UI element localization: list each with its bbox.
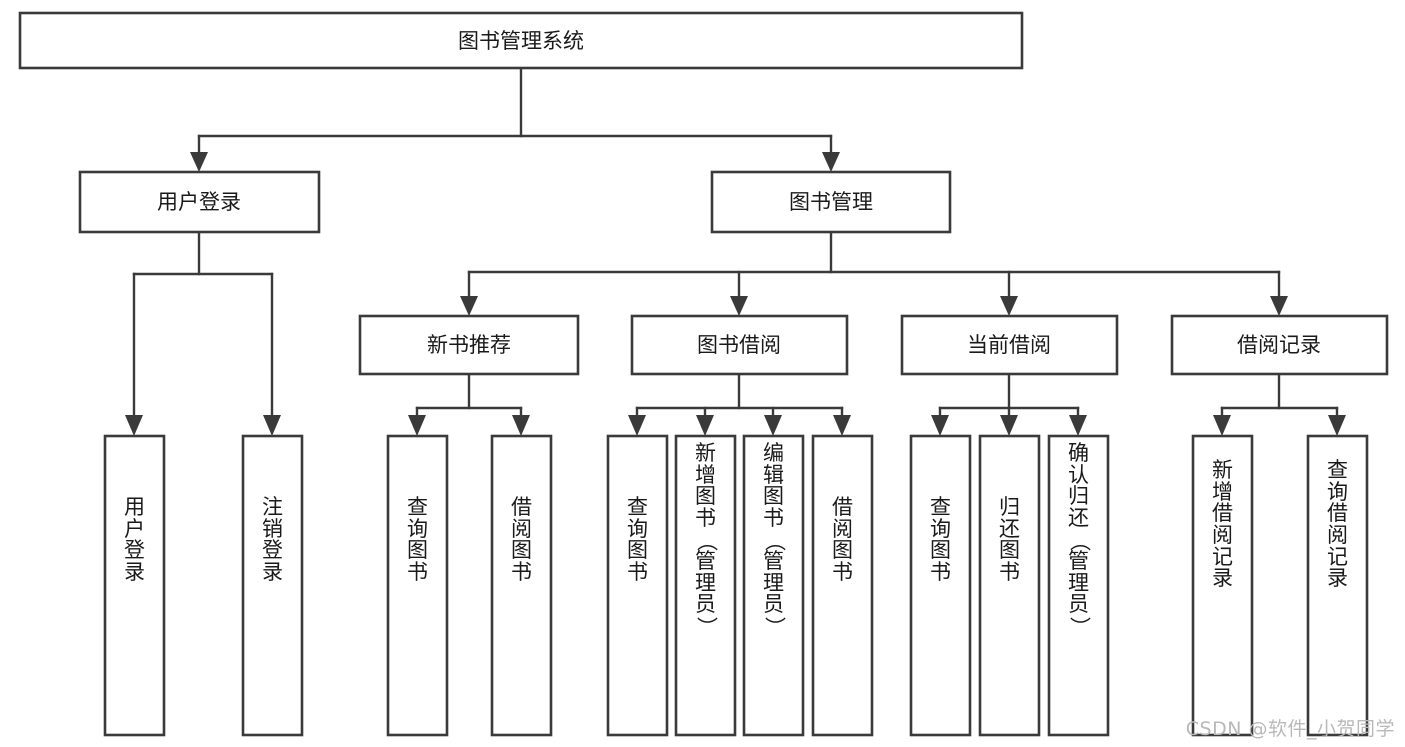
node-leaf-logout-box[interactable] (241, 434, 304, 737)
arrowhead-layer (125, 152, 1346, 436)
node-current-borrow-box[interactable] (900, 314, 1119, 376)
node-leaf-query-book-1-box[interactable] (386, 434, 449, 737)
node-book-manage-label: 图书管理 (789, 190, 873, 214)
node-user-login-box[interactable] (78, 170, 321, 234)
node-current-borrow-label: 当前借阅 (967, 333, 1051, 357)
arrowhead-leaf-query-book-2 (628, 415, 646, 436)
arrowhead-borrow-record (1270, 296, 1288, 316)
arrowhead-user-login (190, 152, 208, 172)
node-leaf-query-book-2-box[interactable] (606, 434, 669, 737)
node-leaf-query-record-box[interactable] (1306, 434, 1369, 737)
arrowhead-leaf-add-record (1213, 415, 1231, 436)
node-borrow-record-label: 借阅记录 (1237, 333, 1321, 357)
node-root-box[interactable] (18, 11, 1024, 70)
horizontal-label-layer: 图书管理系统 用户登录 图书管理 新书推荐 图书借阅 当前借阅 借阅记录 (157, 29, 1321, 357)
arrowhead-leaf-borrow-book-2 (833, 415, 851, 436)
node-book-manage-box[interactable] (710, 170, 952, 234)
arrowhead-new-book (460, 296, 478, 316)
node-book-borrow-label: 图书借阅 (697, 333, 781, 357)
node-leaf-query-book-3-box[interactable] (909, 434, 972, 737)
arrowhead-leaf-query-book-3 (931, 415, 949, 436)
arrowhead-leaf-user-login (125, 415, 143, 436)
node-root-label: 图书管理系统 (458, 29, 584, 53)
node-user-login-label: 用户登录 (157, 190, 241, 214)
connector-layer (132, 66, 1339, 417)
node-new-book-recommend-box[interactable] (358, 314, 580, 376)
node-leaf-confirm-return-box[interactable] (1047, 434, 1110, 737)
node-new-book-recommend-label: 新书推荐 (427, 333, 511, 357)
node-leaf-borrow-book-2-box[interactable] (811, 434, 874, 737)
arrowhead-leaf-logout (263, 415, 281, 436)
node-leaf-return-book-box[interactable] (978, 434, 1041, 737)
arrowhead-leaf-borrow-book-1 (512, 415, 530, 436)
node-leaf-user-login-box[interactable] (103, 434, 166, 737)
arrowhead-leaf-return-book (1000, 415, 1018, 436)
node-borrow-record-box[interactable] (1170, 314, 1389, 376)
arrowhead-book-borrow (730, 296, 748, 316)
node-leaf-borrow-book-1-box[interactable] (490, 434, 553, 737)
node-leaf-add-record-box[interactable] (1191, 434, 1254, 737)
node-leaf-add-book-box[interactable] (674, 434, 737, 737)
arrowhead-current-borrow (1000, 296, 1018, 316)
node-book-borrow-box[interactable] (630, 314, 849, 376)
arrowhead-leaf-confirm-return (1069, 415, 1087, 436)
arrowhead-book-manage (822, 152, 840, 172)
arrowhead-leaf-query-book-1 (408, 415, 426, 436)
node-box-layer (18, 11, 1389, 737)
arrowhead-leaf-query-record (1328, 415, 1346, 436)
arrowhead-leaf-add-book (696, 415, 714, 436)
node-leaf-edit-book-box[interactable] (742, 434, 805, 737)
arrowhead-leaf-edit-book (764, 415, 782, 436)
